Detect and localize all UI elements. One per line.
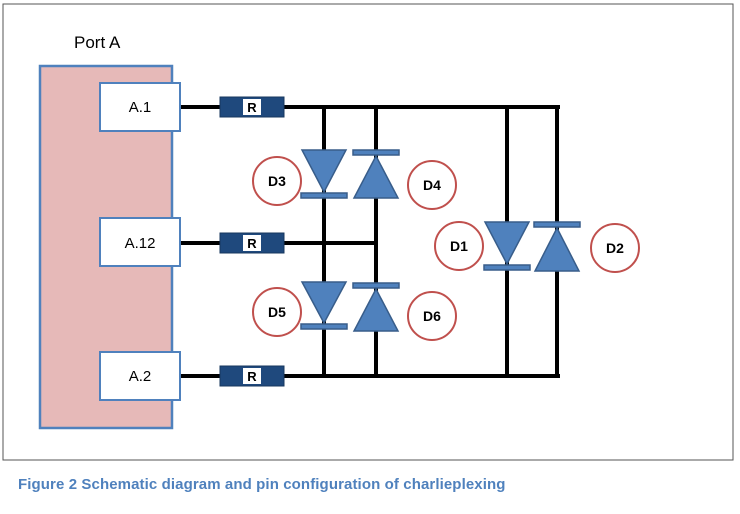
led-label: D6 (423, 308, 441, 324)
led-label: D2 (606, 240, 624, 256)
resistor-label: R (247, 100, 257, 115)
resistor-label: R (247, 236, 257, 251)
pin-label: A.2 (129, 368, 152, 385)
pin-label: A.1 (129, 99, 152, 116)
led-label-d4: D4 (407, 160, 457, 210)
diagram-frame (2, 3, 734, 461)
led-label-d6: D6 (407, 291, 457, 341)
diode-d2-symbol (533, 221, 581, 272)
led-label-d5: D5 (252, 287, 302, 337)
led-label: D1 (450, 238, 468, 254)
led-label: D4 (423, 177, 441, 193)
diode-d1-symbol (483, 221, 531, 271)
diode-d4-symbol (352, 149, 400, 199)
led-label-d1: D1 (434, 221, 484, 271)
port-title: Port A (74, 33, 121, 52)
diode-d5-symbol (300, 281, 348, 330)
diodes (300, 149, 581, 332)
resistor-label: R (247, 369, 257, 384)
pin-a2: A.2 (99, 351, 181, 401)
pin-a12: A.12 (99, 217, 181, 267)
resistor-a2: R (219, 365, 285, 387)
led-label: D3 (268, 173, 286, 189)
pin-a1: A.1 (99, 82, 181, 132)
resistor-a12: R (219, 232, 285, 254)
diode-d6-symbol (352, 282, 400, 332)
led-label-d3: D3 (252, 156, 302, 206)
led-label-d2: D2 (590, 223, 640, 273)
resistor-a1: R (219, 96, 285, 118)
figure-caption: Figure 2 Schematic diagram and pin confi… (18, 476, 506, 493)
pin-label: A.12 (125, 235, 156, 252)
diode-d3-symbol (300, 149, 348, 199)
led-label: D5 (268, 304, 286, 320)
